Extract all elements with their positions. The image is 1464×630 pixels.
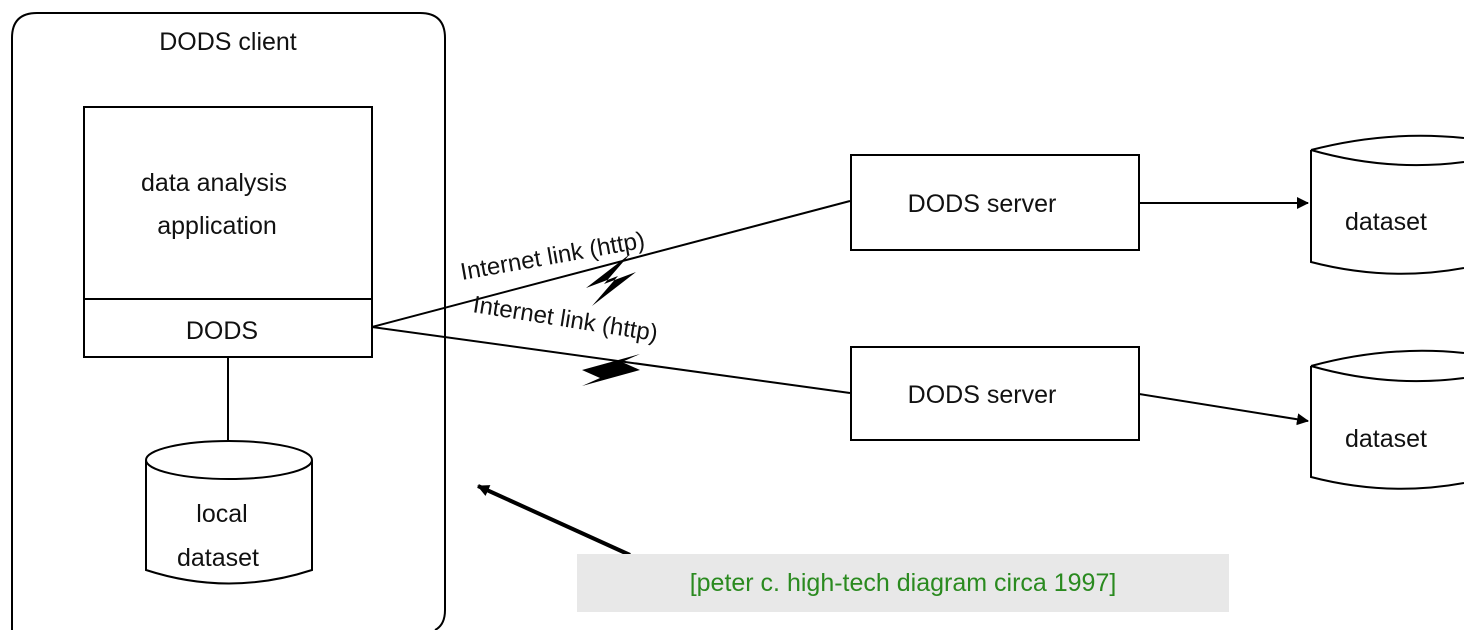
client-container xyxy=(11,12,446,630)
internet-link-1 xyxy=(371,200,851,328)
local-dataset-cylinder-icon xyxy=(145,440,313,585)
application-label-line1: data analysis xyxy=(141,169,287,197)
client-title: DODS client xyxy=(159,28,297,56)
internet-link-1-label: Internet link (http) xyxy=(458,227,647,286)
internet-link-2 xyxy=(371,326,851,394)
dods-library-label: DODS xyxy=(186,317,258,345)
lightning-bolt-icon xyxy=(582,354,640,386)
dataset-2-label: dataset xyxy=(1345,425,1427,453)
dods-server-2-label: DODS server xyxy=(908,381,1057,409)
dods-server-1-label: DODS server xyxy=(908,190,1057,218)
caption-text: [peter c. high-tech diagram circa 1997] xyxy=(689,568,1117,597)
local-dataset-label-line2: dataset xyxy=(177,544,259,572)
dataset-1-label: dataset xyxy=(1345,208,1427,236)
lightning-bolt-icon xyxy=(586,254,636,306)
application-label-line2: application xyxy=(157,212,277,240)
annotation-arrow xyxy=(477,484,631,557)
dataset-2-cylinder-icon xyxy=(1310,349,1464,490)
server-2-to-dataset-arrow xyxy=(1138,393,1309,426)
internet-link-2-label: Internet link (http) xyxy=(471,291,660,347)
dods-server-2-box xyxy=(850,346,1140,441)
caption-box: [peter c. high-tech diagram circa 1997] xyxy=(577,554,1229,612)
dataset-1-cylinder-icon xyxy=(1310,134,1464,275)
local-dataset-label-line1: local xyxy=(196,500,247,528)
